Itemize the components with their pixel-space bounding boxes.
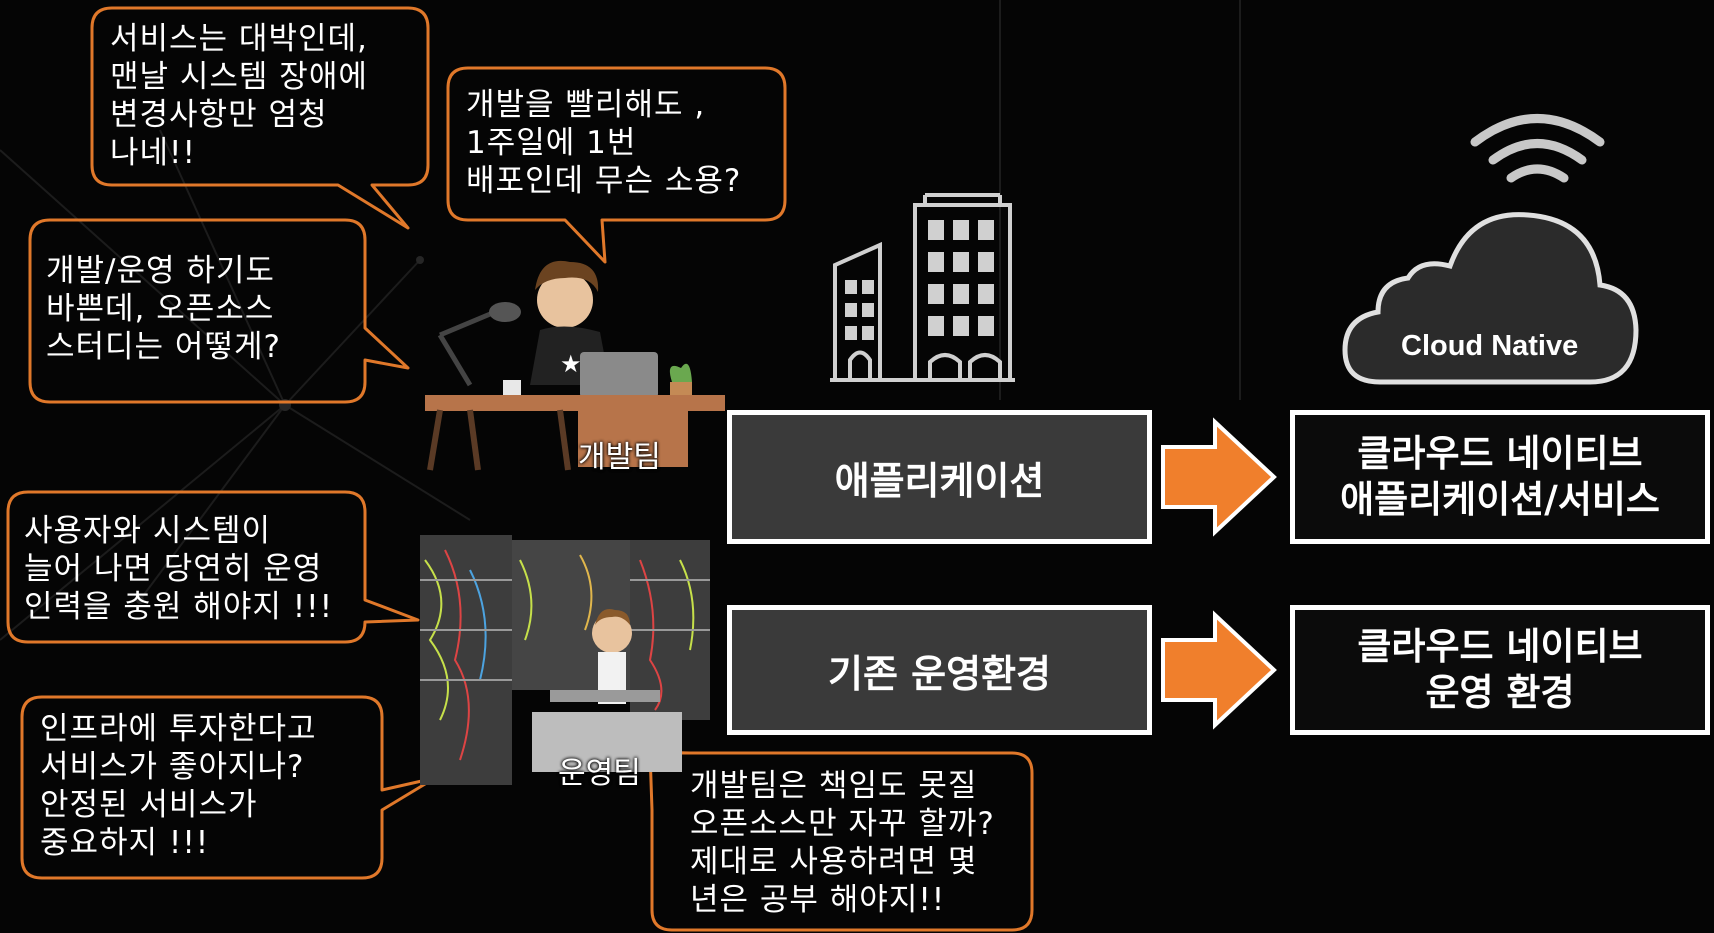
cloud-native-application-box: 클라우드 네이티브 애플리케이션/서비스 xyxy=(1290,410,1710,544)
ops-team-label: 운영팀 xyxy=(558,756,641,791)
dev-team-label: 개발팀 xyxy=(578,440,661,475)
bubble-service-outline xyxy=(90,6,430,230)
cloud-native-label: Cloud Native xyxy=(1401,330,1579,362)
bubble-staffing-outline xyxy=(6,490,420,644)
legacy-ops-box: 기존 운영환경 xyxy=(727,605,1152,735)
svg-text:★: ★ xyxy=(560,350,582,378)
bubble-service-text: 서비스는 대박인데, 맨날 시스템 장애에 변경사항만 엄청 나네!! xyxy=(110,21,368,171)
arrow-right-icon xyxy=(1161,610,1277,730)
bubble-deploy-outline xyxy=(446,66,787,264)
bubble-infra-outline xyxy=(20,695,437,880)
cloud-native-ops-box: 클라우드 네이티브 운영 환경 xyxy=(1290,605,1710,735)
bubble-opensource-outline xyxy=(648,750,1034,932)
bubble-staffing-text: 사용자와 시스템이 늘어 나면 당연히 운영 인력을 충원 해야지 !!! xyxy=(24,513,334,625)
wifi-icon xyxy=(1470,114,1605,183)
bubble-opensource-text: 개발팀은 책임도 못질 오픈소스만 자꾸 할까? 제대로 사용하려면 몇 년은 … xyxy=(690,768,995,918)
desk-lamp-icon xyxy=(437,309,496,387)
application-box: 애플리케이션 xyxy=(727,410,1152,544)
arrow-right-icon xyxy=(1161,417,1277,537)
bubble-study-text: 개발/운영 하기도 바쁜데, 오픈소스 스터디는 어떻게? xyxy=(46,253,281,365)
bubble-infra-text: 인프라에 투자한다고 서비스가 좋아지나? 안정된 서비스가 중요하지 !!! xyxy=(40,711,317,861)
bubble-study-outline xyxy=(28,218,410,404)
bubble-deploy-text: 개발을 빨리해도 , 1주일에 1번 배포인데 무슨 소용? xyxy=(466,87,742,199)
